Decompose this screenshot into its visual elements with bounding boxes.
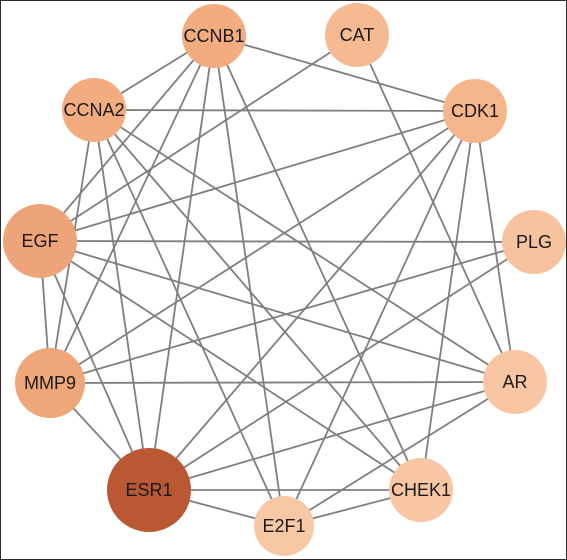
node-esr1: ESR1 xyxy=(107,448,191,532)
node-circle xyxy=(325,3,389,67)
edge-cdk1-e2f1 xyxy=(283,110,476,527)
edge-plg-mmp9 xyxy=(49,241,535,384)
node-ar: AR xyxy=(483,350,547,414)
node-label: PLG xyxy=(516,232,552,252)
node-circle xyxy=(389,458,453,522)
node-label: E2F1 xyxy=(262,516,305,536)
node-circle xyxy=(15,348,85,418)
edge-ccnb1-egf xyxy=(39,35,215,242)
edge-ar-e2f1 xyxy=(283,381,516,527)
edge-egf-ar xyxy=(39,240,516,383)
edge-plg-esr1 xyxy=(148,241,535,491)
node-label: CDK1 xyxy=(451,101,499,121)
node-label: CAT xyxy=(340,25,375,45)
node-label: CCNA2 xyxy=(63,100,124,120)
node-mmp9: MMP9 xyxy=(15,348,85,418)
node-chek1: CHEK1 xyxy=(389,458,453,522)
edge-ar-esr1 xyxy=(148,381,516,491)
edge-ccnb1-e2f1 xyxy=(213,35,285,527)
edge-egf-esr1 xyxy=(39,240,150,491)
node-label: CHEK1 xyxy=(391,480,451,500)
node-e2f1: E2F1 xyxy=(254,496,314,556)
node-label: CCNB1 xyxy=(183,26,244,46)
node-circle xyxy=(443,79,507,143)
edge-cdk1-chek1 xyxy=(420,110,476,491)
edge-ccna2-esr1 xyxy=(93,109,150,491)
node-ccnb1: CCNB1 xyxy=(182,4,246,68)
node-circle xyxy=(62,78,126,142)
edge-cdk1-esr1 xyxy=(148,110,476,491)
node-label: AR xyxy=(502,372,527,392)
node-egf: EGF xyxy=(3,204,77,278)
node-label: EGF xyxy=(21,231,58,251)
node-cdk1: CDK1 xyxy=(443,79,507,143)
node-label: MMP9 xyxy=(24,373,76,393)
edge-cdk1-mmp9 xyxy=(49,110,476,384)
edge-mmp9-ar xyxy=(49,381,516,384)
edge-ccna2-chek1 xyxy=(93,109,422,491)
node-circle xyxy=(182,4,246,68)
node-circle xyxy=(107,448,191,532)
node-circle xyxy=(254,496,314,556)
edge-ccna2-ar xyxy=(93,109,516,383)
edge-cdk1-ar xyxy=(474,110,516,383)
edge-ccnb1-chek1 xyxy=(213,35,422,491)
edge-cat-ar xyxy=(356,34,516,383)
node-label: ESR1 xyxy=(125,480,172,500)
node-circle xyxy=(483,350,547,414)
node-ccna2: CCNA2 xyxy=(62,78,126,142)
edge-egf-plg xyxy=(39,240,535,243)
edge-ccnb1-esr1 xyxy=(148,35,215,491)
edge-ccnb1-cdk1 xyxy=(213,35,476,112)
node-plg: PLG xyxy=(502,210,566,274)
edge-ccna2-e2f1 xyxy=(93,109,285,527)
edge-cdk1-egf xyxy=(39,110,476,242)
node-circle xyxy=(3,204,77,278)
edge-ccna2-cdk1 xyxy=(93,109,476,112)
node-circle xyxy=(502,210,566,274)
edge-egf-chek1 xyxy=(39,240,422,491)
edge-cat-egf xyxy=(39,34,358,242)
node-cat: CAT xyxy=(325,3,389,67)
